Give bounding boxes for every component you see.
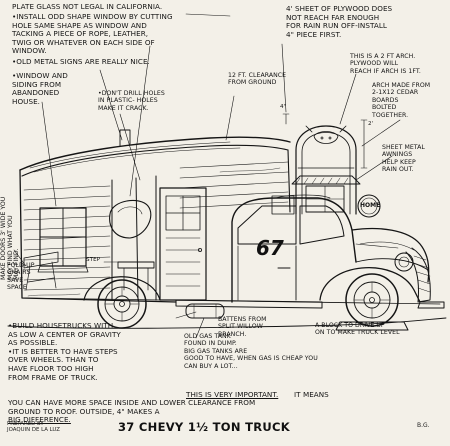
annotation-leaders	[13, 13, 401, 339]
truck-cab	[231, 194, 357, 303]
note-important-rest: IT MEANS YOU CAN HAVE MORE SPACE INSIDE …	[8, 382, 448, 425]
note-clearance: 12 FT. CLEARANCE FROM GROUND	[228, 72, 287, 87]
note-big-difference: BIG DIFFERENCE.	[8, 415, 71, 425]
note-leveling-block: A BLOCK TO DRIVE UP ON TO MAKE TRUCK LEV…	[315, 322, 400, 337]
round-sign	[357, 194, 381, 218]
front-wheel	[345, 273, 399, 327]
note-build-low: •BUILD HOUSETRUCKS WITH AS LOW A CENTER …	[8, 321, 121, 382]
note-plate-glass: PLATE GLASS NOT LEGAL IN CALIFORNIA.	[12, 2, 163, 11]
gas-tank	[185, 303, 225, 319]
note-plywood-sheet: 4' SHEET OF PLYWOOD DOES NOT REACH FAR E…	[286, 4, 393, 39]
note-odd-window: •INSTALL ODD SHAPE WINDOW BY CUTTING HOL…	[12, 12, 173, 56]
note-step: STEP	[86, 257, 101, 263]
note-awnings: SHEET METAL AWNINGS HELP KEEP RAIN OUT.	[382, 144, 425, 174]
rear-wheel	[97, 279, 147, 329]
rear-fender	[83, 276, 161, 301]
note-dont-drill: •DON'T DRILL HOLES IN PLASTIC- HOLES MAK…	[98, 90, 165, 112]
note-battens: BATTENS FROM SPLIT WILLOW BRANCH.	[218, 316, 267, 338]
credit: PREPARED BY JOAQUIN DE LA LUZ	[7, 421, 60, 434]
note-dim-4in: 4"	[280, 104, 287, 110]
odd-shape-window	[109, 199, 152, 239]
truck-hood	[351, 227, 445, 309]
drawing-title: 37 CHEVY 1½ TON TRUCK	[118, 420, 291, 434]
sheet-metal-awning	[291, 175, 361, 185]
ground-line	[7, 317, 447, 329]
note-arch-2ft: THIS IS A 2 FT ARCH. PLYWOOD WILL REACH …	[350, 53, 421, 75]
note-important-lead: THIS IS VERY IMPORTANT.	[186, 389, 279, 399]
note-window-siding: •WINDOW AND SIDING FROM ABANDONED HOUSE.	[12, 71, 68, 106]
note-important: THIS IS VERY IMPORTANT.	[8, 382, 448, 399]
artist-initials: B.G.	[417, 422, 430, 429]
roof-arch	[19, 136, 291, 171]
fold-up-chairs	[23, 251, 59, 291]
front-fender	[319, 267, 421, 303]
note-fold-up-chairs: FOLD-UP CHAIRS SAVE SPACE	[7, 262, 35, 292]
note-gas-tank: OLD GAS TANK FOUND IN DUMP. BIG GAS TANK…	[184, 333, 318, 370]
note-metal-signs: •OLD METAL SIGNS ARE REALLY NICE.	[12, 57, 150, 66]
note-important-body: IT MEANS YOU CAN HAVE MORE SPACE INSIDE …	[8, 389, 329, 416]
leveling-block	[335, 321, 409, 331]
note-dim-2ft: 2'	[368, 121, 374, 127]
note-make-doors: MAKE DOORS 3' WIDE YOU MAY FIND WHAT YOU…	[0, 196, 21, 280]
door-number-67: 67	[256, 236, 284, 260]
note-arch-boards: ARCH MADE FROM 2-1X12 CEDAR BOARDS BOLTE…	[372, 82, 431, 119]
house-body	[19, 136, 291, 303]
roof-arch-window	[119, 113, 368, 215]
step	[117, 261, 155, 269]
round-sign-text: HOME	[360, 202, 381, 209]
